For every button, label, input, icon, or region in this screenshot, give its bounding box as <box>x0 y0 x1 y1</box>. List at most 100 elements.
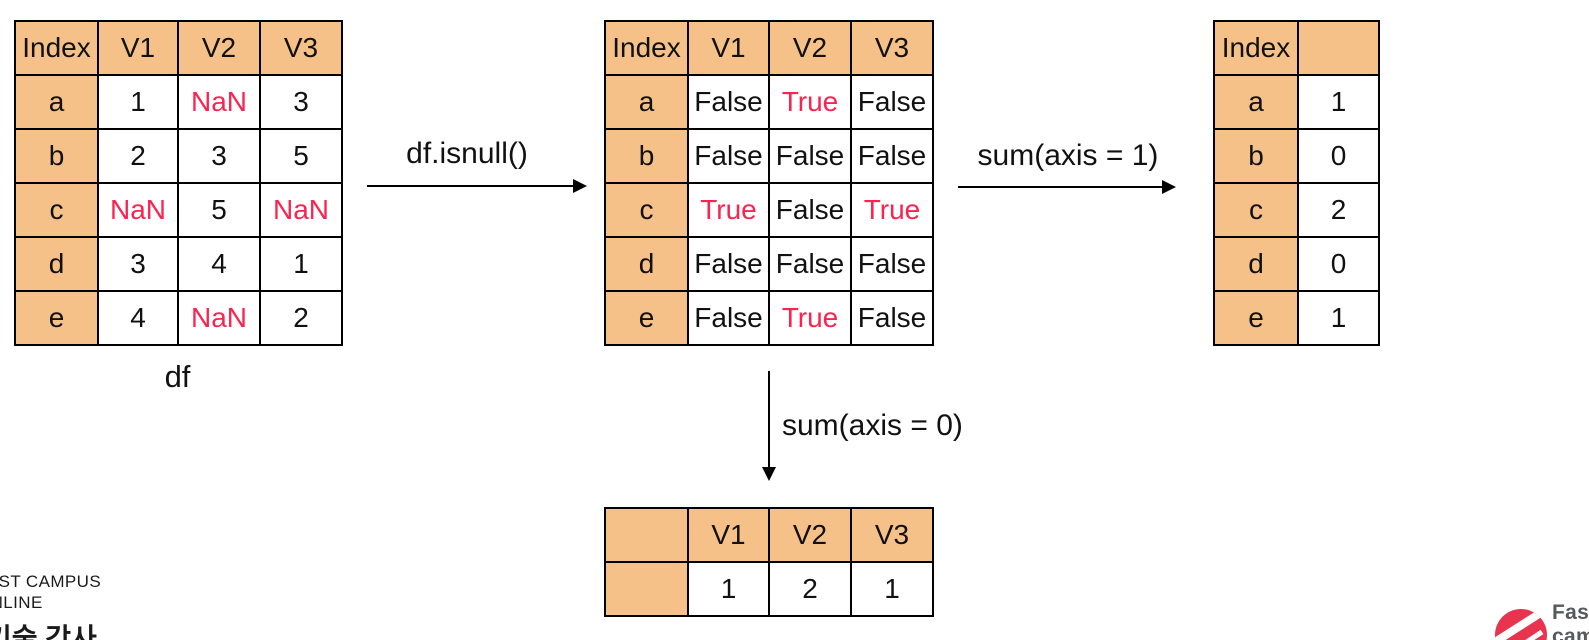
header-cell: V3 <box>850 20 934 76</box>
table-header-row: Index <box>1213 20 1380 76</box>
header-cell <box>604 507 689 563</box>
header-cell: Index <box>604 20 689 76</box>
index-cell: e <box>1213 290 1299 346</box>
sum-axis1-label: sum(axis = 1) <box>977 139 1159 172</box>
value-cell: 1 <box>97 74 179 130</box>
brand-text: FAST CAMPUS ONLINE <box>0 571 101 613</box>
header-cell: V3 <box>259 20 343 76</box>
value-cell: False <box>687 290 770 346</box>
header-cell <box>1297 20 1380 76</box>
table-row: a 1 <box>1213 74 1380 130</box>
value-cell: True <box>687 182 770 238</box>
table-row: c 2 <box>1213 182 1380 238</box>
value-cell: 3 <box>259 74 343 130</box>
value-cell: True <box>850 182 934 238</box>
value-cell: False <box>768 236 852 292</box>
table-row: b 0 <box>1213 128 1380 184</box>
value-cell: False <box>850 290 934 346</box>
table-row: e False True False <box>604 290 934 346</box>
table-row: d 0 <box>1213 236 1380 292</box>
table-row: a 1 NaN 3 <box>14 74 343 130</box>
value-cell: False <box>687 128 770 184</box>
value-cell: False <box>687 74 770 130</box>
index-cell: c <box>14 182 99 238</box>
table-row: c NaN 5 NaN <box>14 182 343 238</box>
df-table: Index V1 V2 V3 a 1 NaN 3 b 2 3 5 c NaN 5 <box>14 20 343 346</box>
value-cell: 4 <box>97 290 179 346</box>
index-cell: a <box>14 74 99 130</box>
course-title: 기술 강사 <box>0 623 97 640</box>
value-cell: 2 <box>259 290 343 346</box>
value-cell: 0 <box>1297 236 1380 292</box>
index-cell: d <box>1213 236 1299 292</box>
header-cell: V1 <box>97 20 179 76</box>
header-cell: V2 <box>768 507 852 563</box>
sum-axis1-arrow <box>958 180 1176 194</box>
index-cell: c <box>1213 182 1299 238</box>
header-cell: V3 <box>850 507 934 563</box>
brand-line2: ONLINE <box>0 593 43 612</box>
value-cell: 5 <box>259 128 343 184</box>
col-sum-table: V1 V2 V3 1 2 1 <box>604 507 934 617</box>
value-cell: NaN <box>177 74 261 130</box>
value-cell: False <box>850 74 934 130</box>
value-cell: 2 <box>97 128 179 184</box>
isnull-arrow-label: df.isnull() <box>406 137 528 170</box>
value-cell: NaN <box>177 290 261 346</box>
header-cell: Index <box>1213 20 1299 76</box>
table-row: 1 2 1 <box>604 561 934 617</box>
value-cell: 1 <box>850 561 934 617</box>
table-row: b False False False <box>604 128 934 184</box>
value-cell: False <box>850 128 934 184</box>
df-caption: df <box>164 359 191 394</box>
header-cell: V2 <box>768 20 852 76</box>
table-header-row: V1 V2 V3 <box>604 507 934 563</box>
value-cell: 5 <box>177 182 261 238</box>
index-cell: a <box>1213 74 1299 130</box>
value-cell: True <box>768 290 852 346</box>
table-row: a False True False <box>604 74 934 130</box>
value-cell: False <box>768 182 852 238</box>
value-cell: 3 <box>177 128 261 184</box>
table-row: e 4 NaN 2 <box>14 290 343 346</box>
value-cell: 3 <box>97 236 179 292</box>
value-cell: 1 <box>687 561 770 617</box>
index-cell: e <box>604 290 689 346</box>
value-cell: False <box>768 128 852 184</box>
index-cell: b <box>1213 128 1299 184</box>
logo-word-fast: Fast <box>1552 601 1589 624</box>
df-isnull-arrow <box>367 179 587 193</box>
table-header-row: Index V1 V2 V3 <box>604 20 934 76</box>
index-cell: a <box>604 74 689 130</box>
row-sum-table: Index a 1 b 0 c 2 d 0 e 1 <box>1213 20 1380 346</box>
value-cell: 1 <box>1297 74 1380 130</box>
value-cell: 0 <box>1297 128 1380 184</box>
value-cell: 2 <box>1297 182 1380 238</box>
value-cell: 2 <box>768 561 852 617</box>
table-row: c True False True <box>604 182 934 238</box>
logo-word-campus: campus <box>1552 625 1589 640</box>
fastcampus-logo <box>1494 606 1551 640</box>
fastcampus-logo-text: Fast campus <box>1552 601 1589 640</box>
value-cell: False <box>850 236 934 292</box>
fastcampus-logo-icon <box>1495 609 1547 640</box>
value-cell: 4 <box>177 236 261 292</box>
table-row: d 3 4 1 <box>14 236 343 292</box>
sum-axis0-arrow <box>762 371 776 481</box>
index-cell: b <box>604 128 689 184</box>
header-cell: Index <box>14 20 99 76</box>
index-cell <box>604 561 689 617</box>
table-header-row: Index V1 V2 V3 <box>14 20 343 76</box>
header-cell: V1 <box>687 20 770 76</box>
value-cell: 1 <box>1297 290 1380 346</box>
header-cell: V2 <box>177 20 261 76</box>
isnull-table: Index V1 V2 V3 a False True False b Fals… <box>604 20 934 346</box>
brand-line1: FAST CAMPUS <box>0 572 102 591</box>
index-cell: c <box>604 182 689 238</box>
value-cell: False <box>687 236 770 292</box>
table-row: e 1 <box>1213 290 1380 346</box>
table-row: d False False False <box>604 236 934 292</box>
sum-axis0-label: sum(axis = 0) <box>782 409 963 442</box>
value-cell: 1 <box>259 236 343 292</box>
